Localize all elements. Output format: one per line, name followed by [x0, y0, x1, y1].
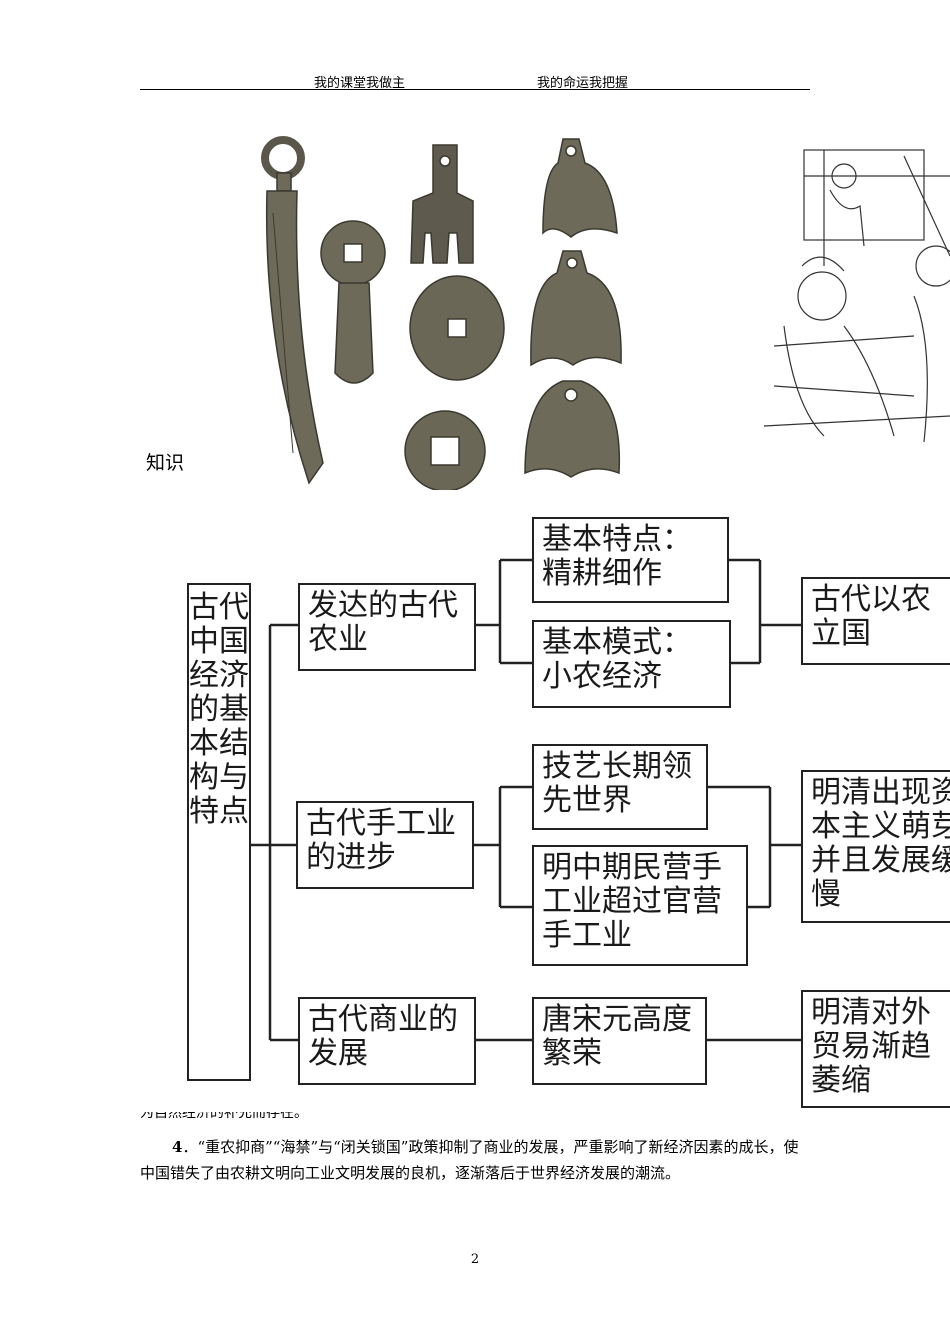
partial-section-heading: 知识: [146, 452, 185, 474]
branch-agriculture-label: 发达的古代农业: [308, 588, 458, 657]
header-right-motto: 我的命运我把握: [537, 76, 629, 91]
header-left-motto: 我的课堂我做主: [314, 76, 406, 91]
result-label: 明清对外贸易渐趋萎缩: [811, 995, 931, 1098]
economy-structure-diagram: 古代中国经济的基本结构与特点 发达的古代农业 古代手工业的进步 古代商业的发展 …: [140, 505, 950, 1108]
root-box: 古代中国经济的基本结构与特点: [187, 583, 251, 1081]
branch-commerce-label: 古代商业的发展: [308, 1002, 458, 1071]
feature-box: 明中期民营手工业超过官营手工业: [532, 845, 748, 966]
point-4-paragraph: 4．“重农抑商”“海禁”与“闭关锁国”政策抑制了商业的发展，严重影响了新经济因素…: [140, 1134, 810, 1186]
clipped-text-line: 为自然经济的补充而存在。: [140, 1112, 840, 1122]
branch-commerce-box: 古代商业的发展: [298, 997, 476, 1085]
page-number: 2: [470, 1252, 480, 1267]
feature-box: 基本特点：精耕细作: [532, 517, 729, 603]
branch-agriculture-box: 发达的古代农业: [298, 583, 476, 671]
root-label: 古代中国经济的基本结构与特点: [189, 590, 249, 829]
feature-box: 唐宋元高度繁荣: [532, 997, 707, 1085]
header-rule: [140, 89, 810, 90]
point-number: 4: [172, 1138, 183, 1156]
feature-label: 技艺长期领先世界: [542, 749, 692, 818]
diagram-connectors: [250, 558, 802, 1042]
branch-handicraft-box: 古代手工业的进步: [296, 801, 474, 889]
result-box: 明清出现资本主义萌芽并且发展缓慢: [801, 770, 950, 923]
weaving-image: [764, 146, 950, 442]
feature-box: 基本模式：小农经济: [532, 620, 731, 708]
result-box: 古代以农立国: [801, 577, 950, 665]
branch-handicraft-label: 古代手工业的进步: [306, 806, 456, 875]
result-box: 明清对外贸易渐趋萎缩: [801, 990, 950, 1108]
feature-label: 唐宋元高度繁荣: [542, 1002, 692, 1071]
coins-image: [253, 133, 643, 490]
result-label: 古代以农立国: [811, 582, 931, 651]
clipped-text: 为自然经济的补充而存在。: [140, 1112, 308, 1121]
point-4-text: ．“重农抑商”“海禁”与“闭关锁国”政策抑制了商业的发展，严重影响了新经济因素的…: [140, 1138, 799, 1182]
feature-label: 明中期民营手工业超过官营手工业: [542, 850, 722, 953]
result-label: 明清出现资本主义萌芽并且发展缓慢: [811, 775, 950, 912]
feature-box: 技艺长期领先世界: [532, 744, 708, 830]
feature-label: 基本模式：小农经济: [542, 625, 692, 694]
feature-label: 基本特点：精耕细作: [542, 522, 692, 591]
